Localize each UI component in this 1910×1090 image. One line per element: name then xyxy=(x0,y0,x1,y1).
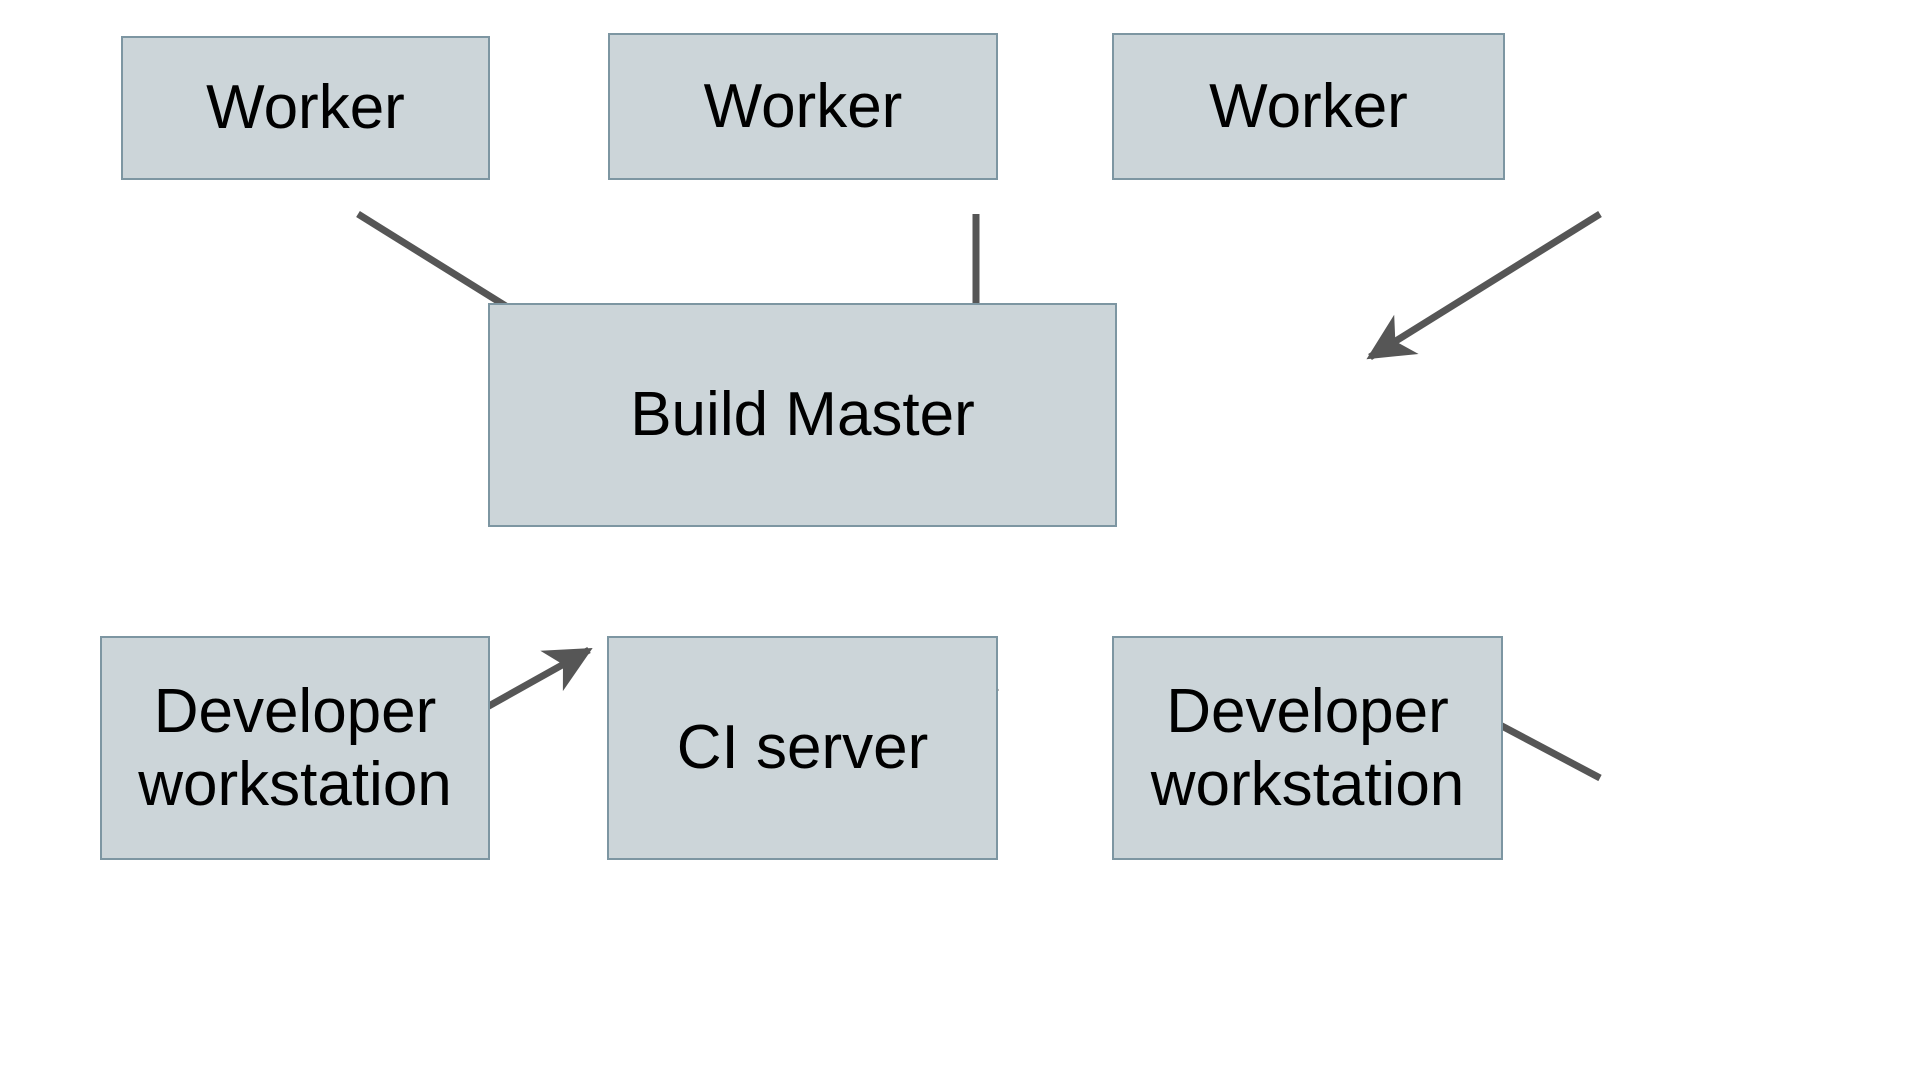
node-developer-workstation-left-label: Developer workstation xyxy=(138,676,452,819)
node-worker-center[interactable]: Worker xyxy=(608,33,998,180)
node-worker-right-label: Worker xyxy=(1209,71,1408,141)
node-worker-center-label: Worker xyxy=(703,71,903,141)
node-worker-right[interactable]: Worker xyxy=(1112,33,1505,180)
node-developer-workstation-right-label: Developer workstation xyxy=(1150,676,1465,819)
node-build-master-label: Build Master xyxy=(630,380,975,450)
node-ci-server[interactable]: CI server xyxy=(607,636,998,860)
node-worker-left-label: Worker xyxy=(206,73,405,143)
node-developer-workstation-left[interactable]: Developer workstation xyxy=(100,636,490,860)
edge-worker-right-to-master xyxy=(1366,211,1602,360)
node-ci-server-label: CI server xyxy=(676,713,929,783)
node-developer-workstation-right[interactable]: Developer workstation xyxy=(1112,636,1503,860)
node-build-master[interactable]: Build Master xyxy=(488,303,1117,527)
node-worker-left[interactable]: Worker xyxy=(121,36,490,180)
